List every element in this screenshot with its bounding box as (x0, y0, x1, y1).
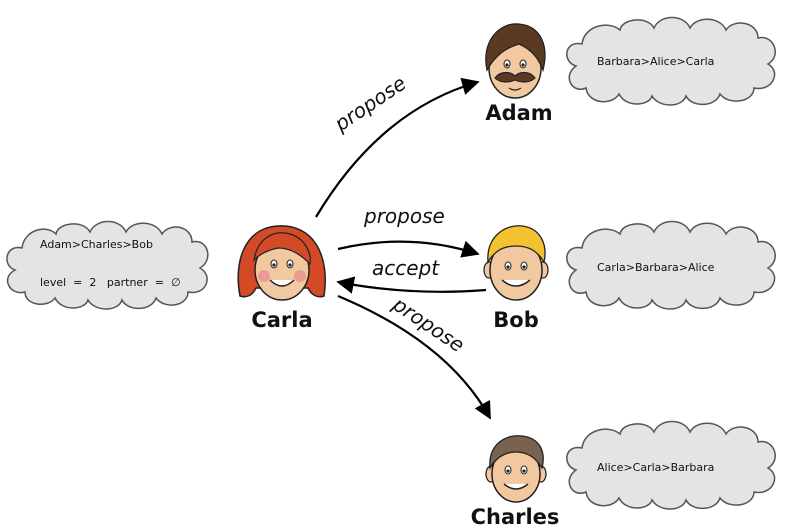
adam-preference-list: Barbara>Alice>Carla (597, 55, 715, 68)
carla-avatar (237, 225, 326, 301)
carla-partner-label: partner (106, 276, 148, 289)
bob-thought-cloud (566, 220, 776, 310)
edge-label-carla-bob: propose (364, 204, 445, 228)
charles-avatar (485, 435, 547, 503)
carla-preference-list: Adam>Charles>Bob (40, 238, 153, 251)
bob-avatar (483, 225, 549, 301)
charles-preference-list: Alice>Carla>Barbara (597, 461, 715, 474)
carla-level-value: 2 (89, 276, 97, 289)
charles-name: Charles (470, 505, 560, 529)
carla-thought-cloud (6, 220, 209, 310)
carla-status-line: level = 2 partner = ∅ (40, 276, 181, 289)
arrow-carla-to-charles (337, 294, 491, 420)
adam-avatar (485, 23, 546, 99)
arrow-carla-to-adam (315, 77, 480, 218)
edge-label-bob-carla: accept (372, 256, 440, 280)
carla-name: Carla (251, 308, 313, 332)
carla-level-label: level (40, 276, 67, 289)
adam-name: Adam (485, 101, 553, 125)
arrow-carla-to-bob (337, 240, 480, 258)
bob-preference-list: Carla>Barbara>Alice (597, 261, 715, 274)
charles-thought-cloud (566, 420, 776, 510)
arrow-bob-to-carla (336, 276, 487, 294)
bob-name: Bob (493, 308, 539, 332)
carla-partner-value: ∅ (170, 276, 181, 289)
adam-thought-cloud (566, 16, 776, 106)
